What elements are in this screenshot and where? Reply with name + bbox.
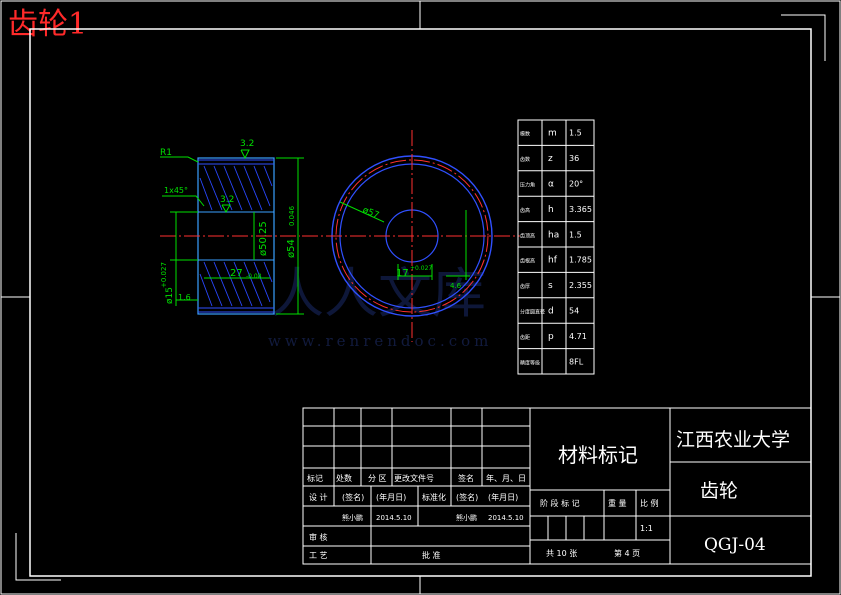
gear-param-symbol: p bbox=[548, 332, 554, 342]
gear-param-name: 齿根高 bbox=[520, 258, 535, 265]
date1: (年月日) bbox=[376, 492, 406, 502]
hdr-zone: 分 区 bbox=[368, 474, 387, 483]
hdr-sign: 签名 bbox=[458, 473, 474, 483]
gear-param-value: 1.5 bbox=[569, 129, 582, 138]
gear-parameter-table: 模数 m 1.5 齿数 z 36 压力角 α 20° 齿高 h 3.365 齿顶高 ha 1.5 齿根高 hf 1… bbox=[517, 119, 595, 375]
dim-keyway-tol: +0.027 bbox=[410, 265, 432, 272]
gear-param-name: 齿顶高 bbox=[520, 232, 535, 239]
gear-param-symbol: s bbox=[548, 281, 553, 291]
gear-param-value: 36 bbox=[569, 154, 579, 163]
gear-param-value: 3.365 bbox=[569, 205, 592, 214]
design-label: 设 计 bbox=[309, 492, 328, 502]
scale-value: 1:1 bbox=[640, 524, 653, 533]
design-date: 2014.5.10 bbox=[376, 514, 412, 522]
dim-outer-tol: 0.046 bbox=[288, 205, 296, 226]
gear-param-value: 4.71 bbox=[569, 332, 587, 341]
overlay-title: 齿轮1 bbox=[8, 7, 88, 42]
dim-keyway: 17 bbox=[396, 268, 409, 279]
gear-param-symbol: ha bbox=[548, 230, 559, 240]
sign2: (签名) bbox=[456, 492, 478, 502]
dim-bore: ø50.25 bbox=[258, 221, 269, 256]
stage-header: 阶 段 标 记 bbox=[540, 498, 580, 508]
dim-outer: ø54 bbox=[286, 239, 297, 258]
gear-param-symbol: d bbox=[548, 307, 554, 317]
gear-param-symbol: hf bbox=[548, 256, 558, 266]
section-view: 3.2 R1 1x45° 3.2 ø50.25 ø54 0.046 ø15 +0… bbox=[160, 139, 304, 315]
hdr-mark: 标记 bbox=[307, 473, 323, 483]
std-person: 熊小鹏 bbox=[456, 513, 477, 522]
weight-header: 重 量 bbox=[608, 498, 627, 508]
gear-param-value: 1.785 bbox=[569, 256, 592, 265]
page-number: 第 4 页 bbox=[614, 548, 640, 558]
material-label: 材料标记 bbox=[558, 443, 638, 467]
gear-param-name: 齿距 bbox=[520, 335, 530, 341]
standard-label: 标准化 bbox=[422, 492, 446, 502]
dim-width: 27 bbox=[230, 268, 243, 279]
gear-param-symbol: z bbox=[548, 154, 553, 164]
gear-param-symbol: α bbox=[548, 180, 554, 190]
gear-param-value: 54 bbox=[569, 307, 579, 316]
watermark-url: www.renrendoc.com bbox=[268, 332, 492, 350]
check-label: 审 核 bbox=[309, 532, 328, 542]
date2: (年月日) bbox=[488, 492, 518, 502]
designer-name: 熊小鹏 bbox=[342, 513, 363, 522]
gear-param-name: 模数 bbox=[520, 131, 530, 138]
watermark-logo: 人人文库 bbox=[270, 262, 486, 325]
gear-param-name: 齿厚 bbox=[520, 284, 530, 290]
sign1: (签名) bbox=[342, 492, 364, 502]
std-date: 2014.5.10 bbox=[488, 514, 524, 522]
school-name: 江西农业大学 bbox=[676, 429, 790, 451]
watermark: 人人文库 www.renrendoc.com bbox=[268, 262, 492, 350]
hdr-count: 处数 bbox=[336, 473, 352, 483]
process-label: 工 艺 bbox=[309, 551, 328, 560]
gear-param-symbol: h bbox=[548, 205, 554, 215]
gear-param-symbol: m bbox=[548, 129, 557, 139]
dim-chamfer: 1x45° bbox=[164, 186, 188, 195]
total-pages: 共 10 张 bbox=[546, 549, 577, 558]
gear-param-name: 齿高 bbox=[520, 207, 530, 214]
gear-param-value: 20° bbox=[569, 180, 583, 189]
front-view: ø57 17 +0.027 4.6 bbox=[302, 130, 520, 342]
title-block-text: 材料标记 江西农业大学 齿轮 QGJ-04 标记 处数 分 区 更改文件号 签名… bbox=[307, 429, 790, 560]
title-block bbox=[302, 407, 812, 565]
gear-param-name: 分度圆直径 bbox=[520, 309, 545, 316]
dim-rough-top: 3.2 bbox=[240, 139, 254, 149]
hdr-file: 更改文件号 bbox=[394, 473, 434, 483]
dim-width-tol: -0.08 bbox=[246, 273, 262, 280]
dim-bore-small-tol: +0.027 bbox=[160, 262, 168, 288]
dim-rough-mid: 3.2 bbox=[220, 195, 234, 205]
gear-param-name: 齿数 bbox=[520, 156, 530, 163]
dim-bore-small: ø15 bbox=[165, 287, 175, 304]
dim-w16: 1.6 bbox=[178, 293, 191, 302]
drawing-number: QGJ-04 bbox=[704, 535, 766, 555]
approve-label: 批 准 bbox=[422, 550, 441, 560]
scale-header: 比 例 bbox=[640, 498, 659, 508]
dim-r1: R1 bbox=[160, 148, 172, 158]
dim-key-small: 4.6 bbox=[450, 282, 462, 290]
gear-param-value: 8FL bbox=[569, 357, 584, 366]
hdr-date: 年、月、日 bbox=[486, 473, 526, 483]
part-name: 齿轮 bbox=[700, 480, 738, 502]
gear-param-name: 精度等级 bbox=[520, 359, 540, 366]
dim-circle-label: ø57 bbox=[361, 206, 380, 222]
gear-param-value: 2.355 bbox=[569, 281, 592, 290]
gear-param-value: 1.5 bbox=[569, 230, 582, 239]
gear-param-name: 压力角 bbox=[520, 182, 535, 189]
